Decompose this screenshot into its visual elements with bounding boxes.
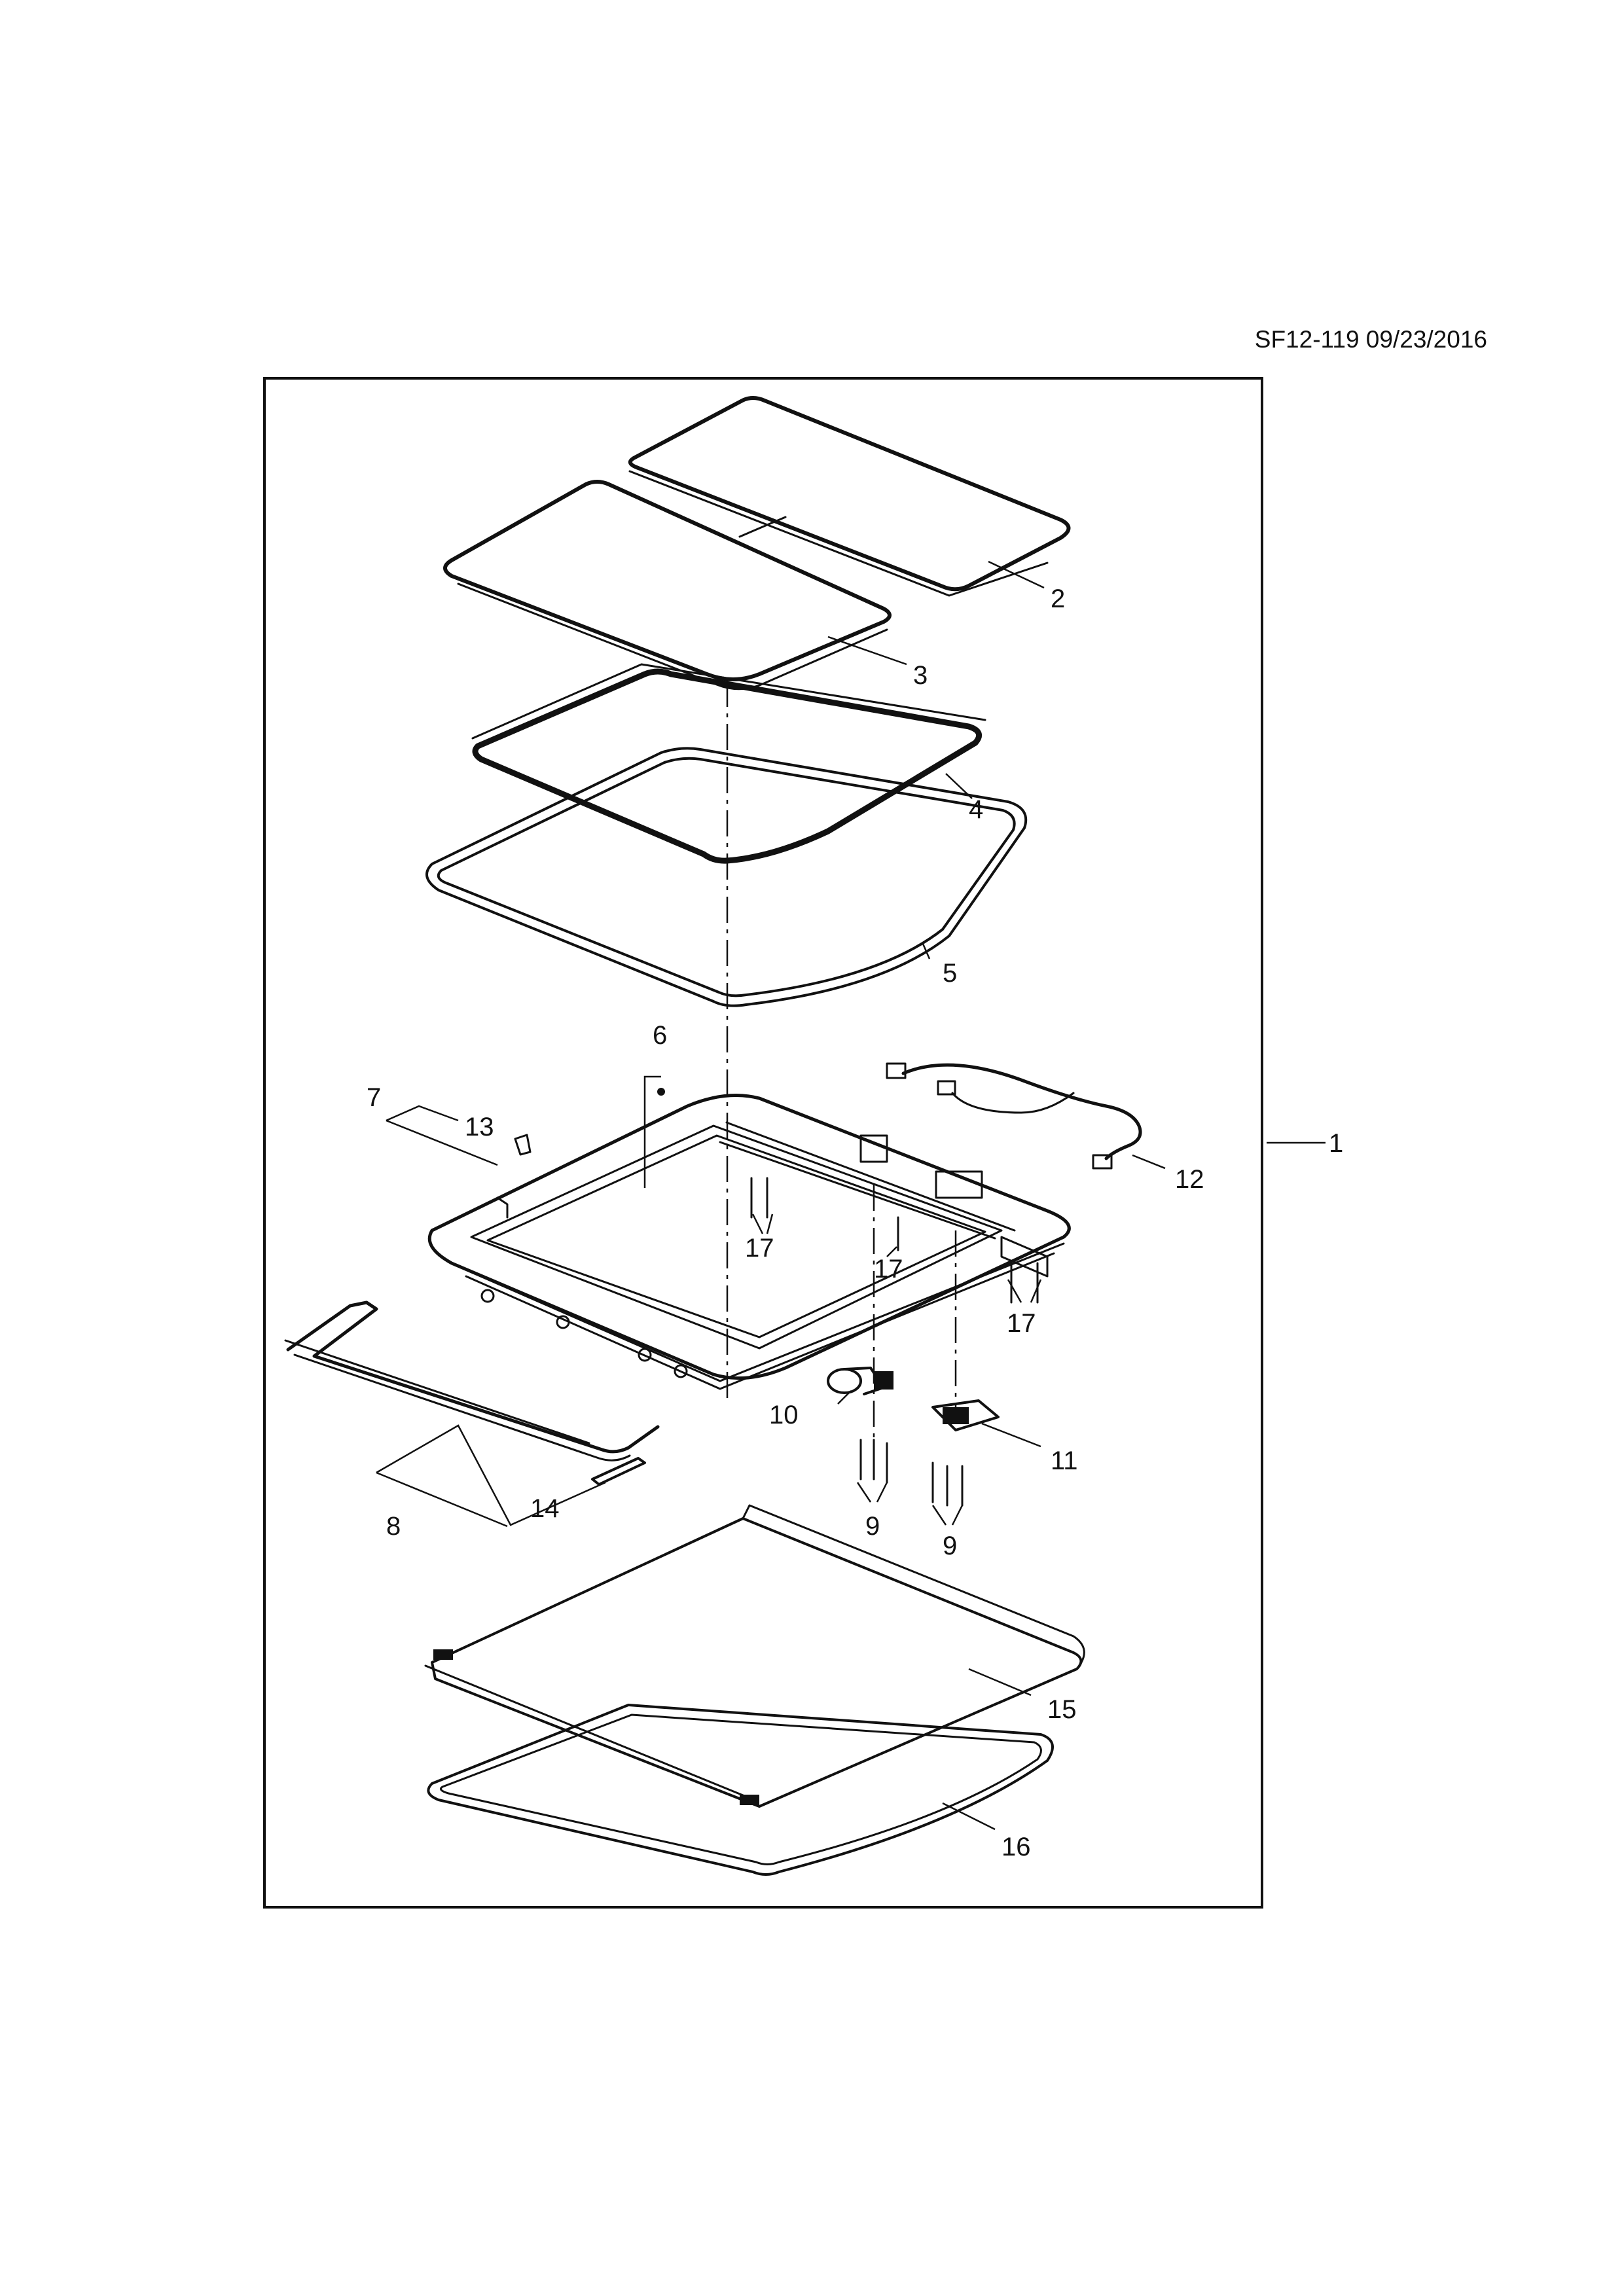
callout-6: 6 [653,1021,667,1050]
callout-16: 16 [1001,1833,1031,1861]
callout-10: 10 [769,1401,799,1429]
callout-2: 2 [1051,584,1065,613]
callout-11: 11 [1051,1446,1078,1475]
callout-17b: 17 [874,1255,903,1283]
callout-1: 1 [1329,1129,1343,1158]
callout-17c: 17 [1007,1309,1036,1338]
callout-7: 7 [367,1083,381,1112]
callout-13: 13 [465,1113,494,1141]
callout-5: 5 [943,959,957,988]
callout-3: 3 [913,661,928,690]
document-id: SF12-119 09/23/2016 [1254,326,1487,353]
part-2-rear-glass-panel [628,396,1071,597]
leader-lines [376,560,1326,1831]
part-5-frame-seal [425,747,1028,1007]
callout-8: 8 [386,1512,401,1541]
part-9-screws [859,1439,964,1507]
part-3-front-glass-panel [443,480,892,691]
part-11-glass-motor [931,1399,1000,1431]
part-12-wiring-harness [886,1062,1142,1170]
callout-4: 4 [969,795,983,824]
part-4-glass-seal [471,663,986,864]
part-14-guide-clip [591,1457,646,1486]
part-10-sunshade-motor [827,1367,893,1395]
part-16-sunshade-seal [427,1704,1054,1876]
part-17-bolts [750,1177,1039,1304]
part-15-sunshade [424,1504,1085,1808]
part-8-wind-deflector [284,1300,660,1462]
callout-12: 12 [1175,1165,1204,1194]
callout-14: 14 [530,1494,560,1523]
callout-9a: 9 [865,1512,880,1541]
callout-17a: 17 [745,1234,774,1263]
part-13-clip [514,1134,532,1156]
diagram-frame [263,377,1263,1909]
callout-15: 15 [1047,1695,1077,1724]
callout-9b: 9 [943,1532,957,1560]
part-6-fastener [657,1088,665,1096]
part-1-sunroof-frame-assembly [427,1094,1071,1390]
